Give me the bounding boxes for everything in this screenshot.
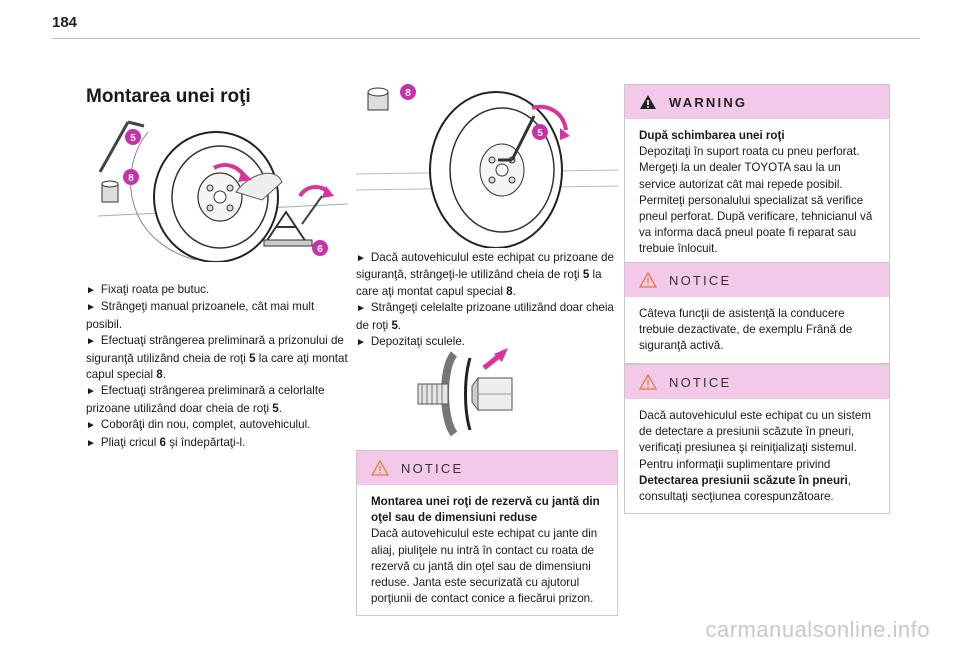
warning-triangle-icon [371, 460, 389, 476]
warning-triangle-icon [640, 95, 656, 109]
warning-heading: După schimbarea unei roţi [639, 129, 785, 142]
callout-8: 8 [405, 88, 411, 99]
step-item: ►Dacă autovehiculul este echipat cu priz… [356, 251, 614, 298]
notice-text: Câteva funcţii de asistenţă la conducere… [639, 307, 853, 353]
step-item: ►Efectuaţi strângerea preliminară a priz… [86, 334, 348, 382]
step-item: ►Strângeţi manual prizoanele, cât mai mu… [86, 300, 315, 331]
notice-body: Dacă autovehiculul este echipat cu un si… [639, 409, 872, 504]
step-arrow-icon: ► [86, 336, 96, 348]
wheel-jack-illustration: 5 8 6 [86, 112, 348, 262]
warning-header: WARNING [625, 85, 889, 119]
notice-label: NOTICE [401, 460, 464, 476]
notice-header: NOTICE [625, 263, 889, 297]
step-item: ►Coborâţi din nou, complet, autovehiculu… [86, 418, 311, 432]
notice-heading: Montarea unei roţi de rezervă cu jantă d… [371, 495, 600, 525]
step-arrow-icon: ► [356, 303, 366, 315]
warning-triangle-icon [639, 374, 657, 390]
col2-steps: ►Dacă autovehiculul este echipat cu priz… [356, 250, 618, 351]
step-item: ►Fixaţi roata pe butuc. [86, 283, 210, 296]
col1-steps: ►Fixaţi roata pe butuc. ►Strângeţi manua… [86, 282, 348, 452]
notice-body: Câteva funcţii de asistenţă la conducere… [625, 297, 889, 363]
callout-5: 5 [537, 128, 543, 139]
section-title: Montarea unei roţi [86, 86, 251, 107]
step-item: ►Depozitaţi sculele. [356, 335, 465, 349]
warning-box: WARNING După schimbarea unei roţi Depozi… [624, 84, 890, 267]
notice-box-rim: NOTICE Montarea unei roţi de rezervă cu … [356, 450, 618, 617]
header-rule [52, 38, 920, 39]
notice-text: Dacă autovehiculul este echipat cu jante… [371, 527, 598, 606]
step-arrow-icon: ► [86, 302, 96, 314]
watermark: carmanualsonline.info [705, 617, 930, 642]
warning-text: Depozitaţi în suport roata cu pneu perfo… [639, 145, 873, 256]
warning-label: WARNING [669, 94, 748, 110]
notice-box-tpms: NOTICE Dacă autovehiculul este echipat c… [624, 364, 890, 515]
step-item: ►Strângeţi celelalte prizoane utilizând … [356, 301, 614, 332]
warning-body: După schimbarea unei roţi Depozitaţi în … [625, 119, 889, 266]
notice-header: NOTICE [625, 365, 889, 399]
callout-8: 8 [128, 173, 134, 184]
step-arrow-icon: ► [86, 285, 96, 296]
callout-5: 5 [130, 133, 136, 144]
callout-6: 6 [317, 244, 323, 255]
step-item: ►Pliaţi cricul 6 şi îndepărtaţi-l. [86, 435, 246, 449]
notice-box-assist: NOTICE Câteva funcţii de asistenţă la co… [624, 262, 890, 364]
step-arrow-icon: ► [86, 437, 96, 449]
wheel-wrench-illustration: 8 5 [356, 78, 618, 248]
step-arrow-icon: ► [86, 420, 96, 432]
step-arrow-icon: ► [86, 386, 96, 398]
step-item: ►Efectuaţi strângerea preliminară a celo… [86, 384, 325, 415]
notice-header: NOTICE [357, 451, 617, 485]
notice-body: Montarea unei roţi de rezervă cu jantă d… [357, 485, 617, 615]
warning-triangle-icon [639, 272, 657, 288]
step-arrow-icon: ► [356, 253, 366, 264]
page-number: 184 [52, 14, 78, 31]
step-arrow-icon: ► [356, 337, 366, 349]
notice-label: NOTICE [669, 374, 732, 390]
lug-bolt-illustration [412, 348, 522, 440]
notice-label: NOTICE [669, 272, 732, 288]
